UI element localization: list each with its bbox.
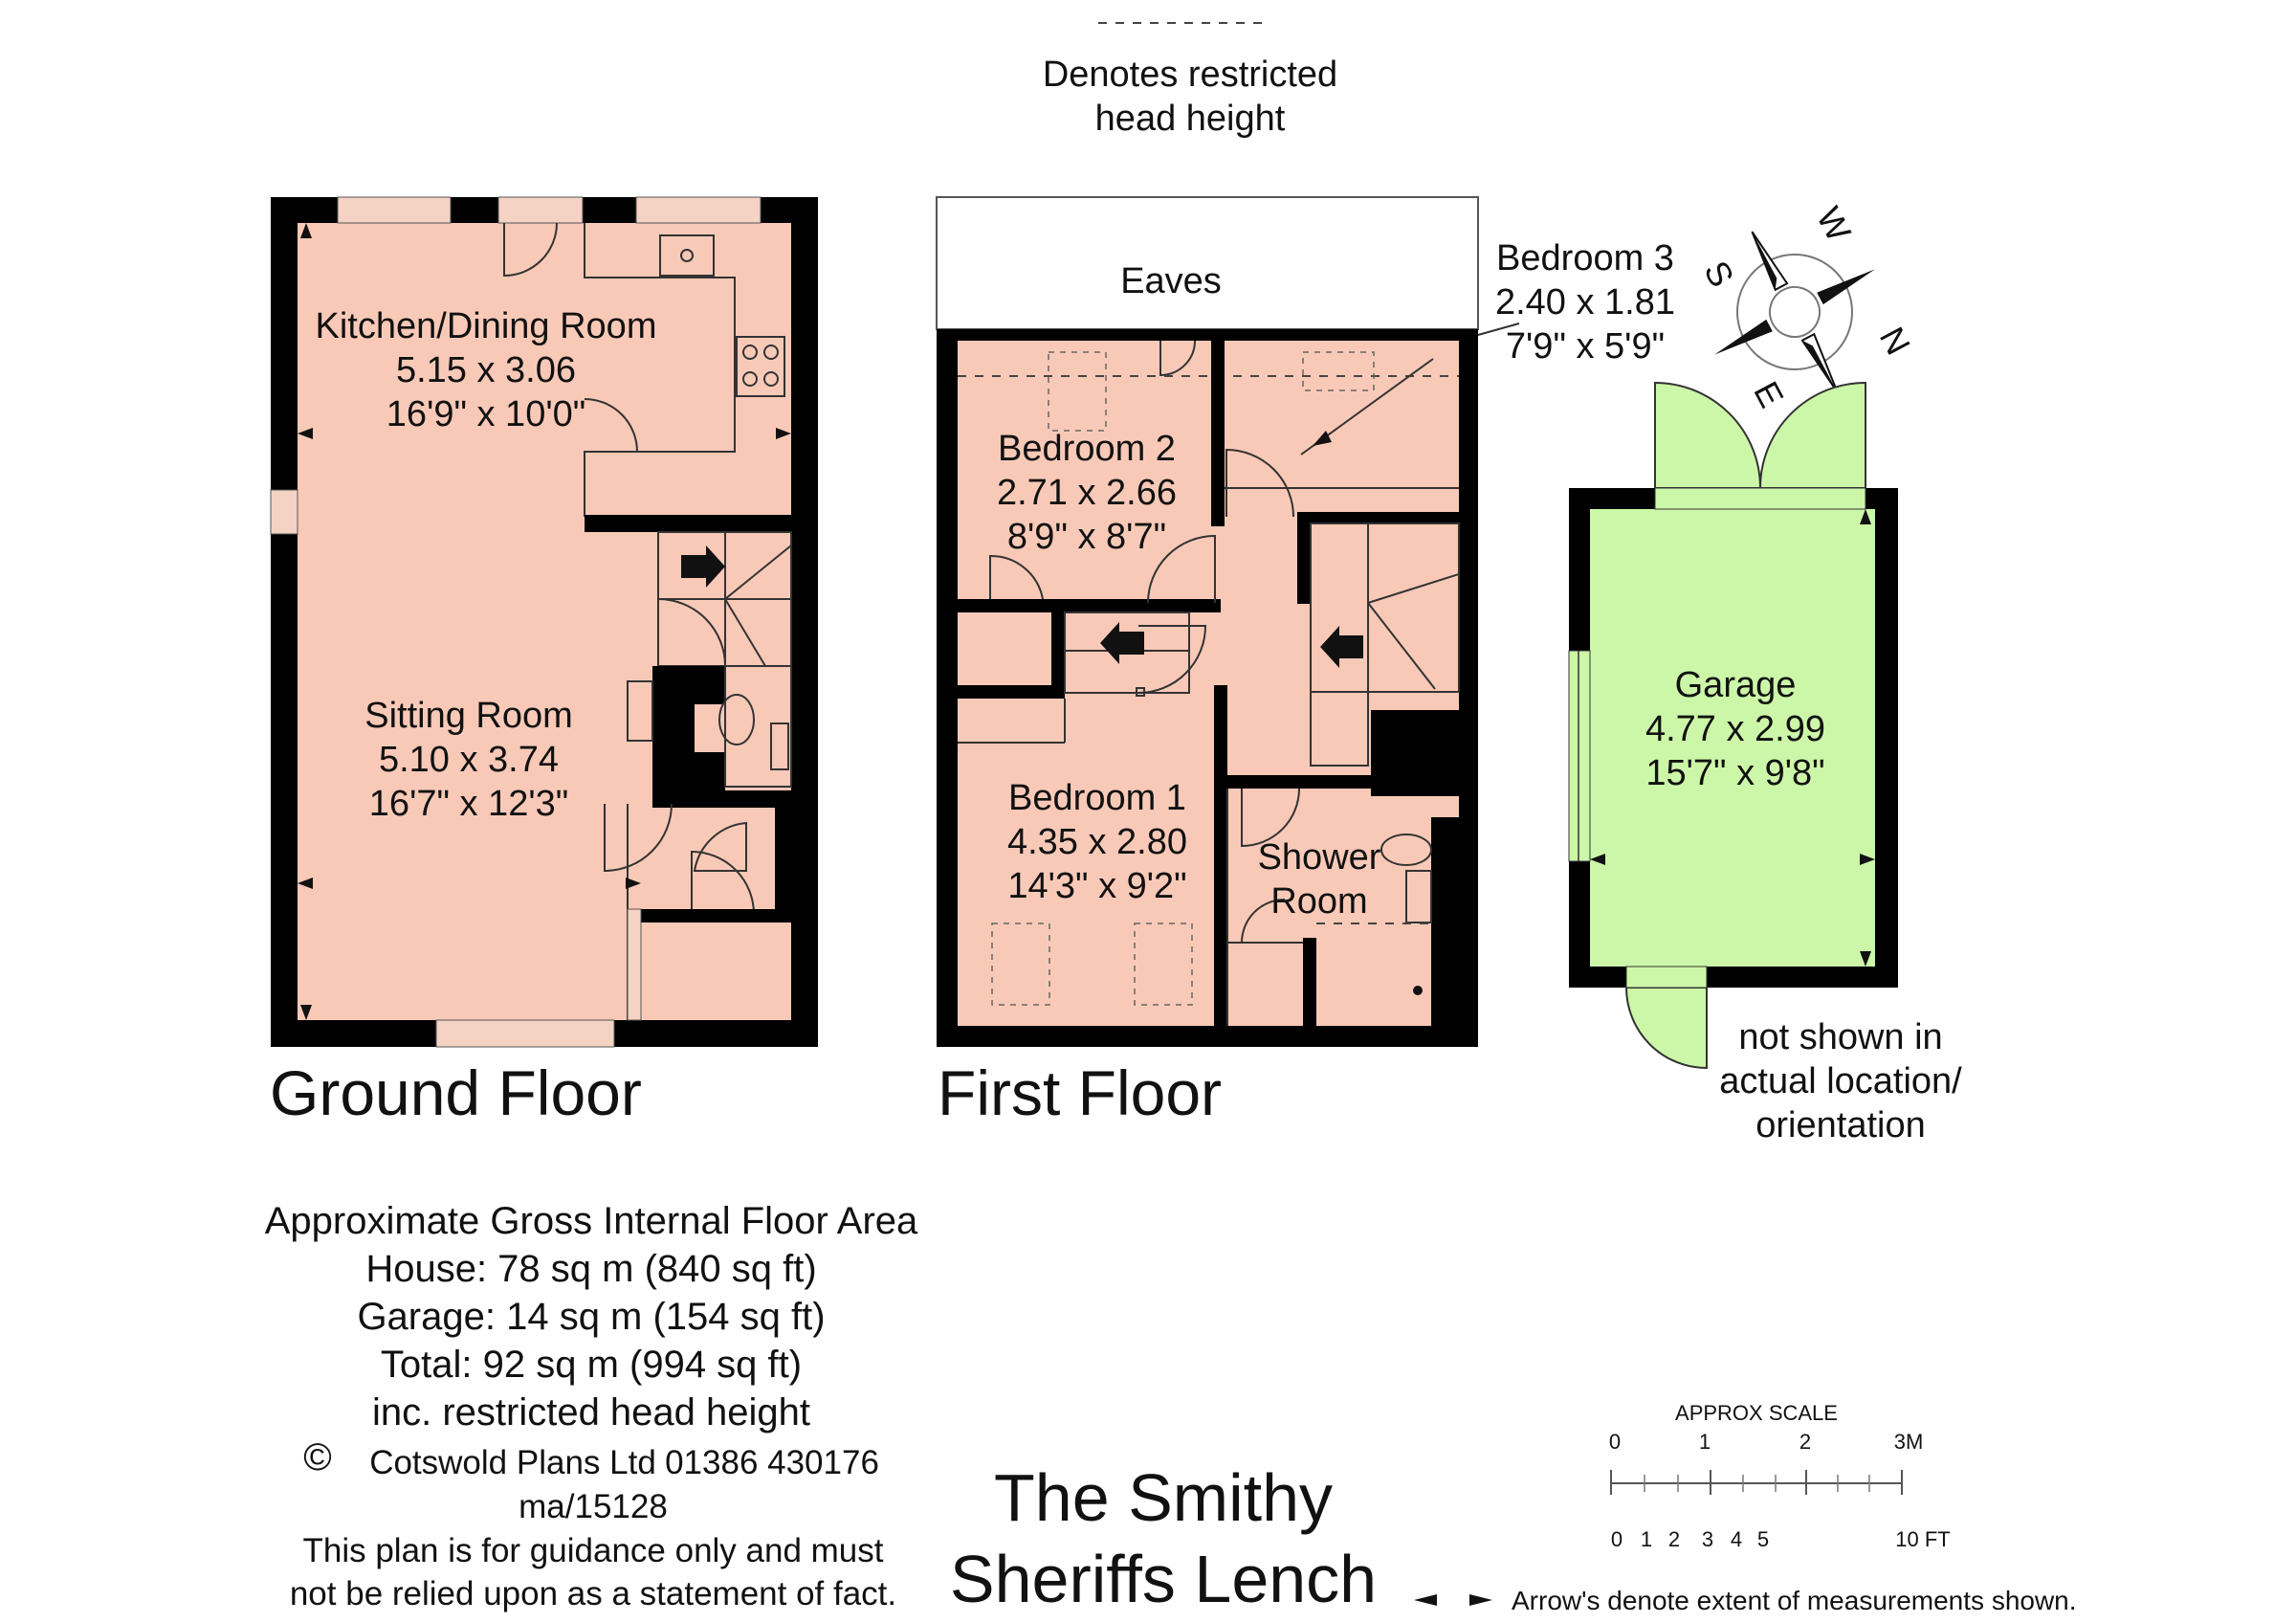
kitchen-name: Kitchen/Dining Room <box>316 306 657 346</box>
kitchen-imperial: 16'9" x 10'0" <box>386 394 585 434</box>
restricted-height-legend: Denotes restricted head height <box>1043 22 1337 139</box>
garage-imperial: 15'7" x 9'8" <box>1645 753 1824 793</box>
bedroom3-metric: 2.40 x 1.81 <box>1495 282 1675 322</box>
company-name: Cotswold Plans Ltd <box>369 1444 656 1481</box>
area-garage: Garage: 14 sq m (154 sq ft) <box>357 1296 825 1338</box>
legend-line-2: head height <box>1095 99 1286 139</box>
eaves-area <box>936 196 1479 330</box>
sink-icon <box>659 234 715 277</box>
compass-e-label: E <box>1746 375 1791 413</box>
shower-room-line2: Room <box>1270 881 1367 922</box>
bedroom2-name: Bedroom 2 <box>998 429 1176 469</box>
bedroom3-name: Bedroom 3 <box>1496 238 1674 278</box>
compass-w-label: W <box>1809 201 1859 248</box>
ground-wc <box>724 665 792 788</box>
property-name: The Smithy <box>994 1460 1333 1535</box>
toilet-icon <box>718 694 755 745</box>
shower-drain-icon <box>1413 986 1423 995</box>
kitchen-metric: 5.15 x 3.06 <box>396 350 576 390</box>
area-heading: Approximate Gross Internal Floor Area <box>265 1200 918 1242</box>
plan-reference: ma/15128 <box>519 1488 668 1525</box>
sitting-room-name: Sitting Room <box>364 696 573 736</box>
bedroom1-imperial: 14'3" x 9'2" <box>1007 866 1186 906</box>
garage-note-line3: orientation <box>1755 1105 1925 1145</box>
kitchen-counter <box>584 223 736 517</box>
bedroom1-name: Bedroom 1 <box>1008 778 1186 818</box>
ground-floor-plan: Kitchen/Dining Room 5.15 x 3.06 16'9" x … <box>270 196 818 1128</box>
garage-note-line1: not shown in <box>1738 1017 1942 1057</box>
first-floor-plan: Eaves <box>936 196 1675 1128</box>
area-summary: Approximate Gross Internal Floor Area Ho… <box>265 1200 918 1434</box>
compass-rose-icon <box>1714 231 1875 393</box>
sitting-room-imperial: 16'7" x 12'3" <box>369 784 568 824</box>
arrow-note: Arrow's denote extent of measurements sh… <box>1512 1586 2077 1615</box>
area-total: Total: 92 sq m (994 sq ft) <box>381 1344 802 1386</box>
basin-icon <box>770 723 789 770</box>
kitchen-door <box>503 222 558 278</box>
copyright-icon: © <box>303 1436 331 1478</box>
scale-bar: APPROX SCALE 0 1 2 3M 0 1 2 3 4 5 10 FT … <box>1414 1401 2077 1615</box>
scale-title: APPROX SCALE <box>1675 1401 1838 1425</box>
credits: © Cotswold Plans Ltd 01386 430176 ma/151… <box>290 1436 896 1612</box>
property-title: The Smithy Sheriffs Lench <box>950 1460 1377 1616</box>
disclaimer-line2: not be relied upon as a statement of fac… <box>290 1575 896 1612</box>
scale-ft-0: 0 <box>1611 1527 1623 1551</box>
bedroom2-imperial: 8'9" x 8'7" <box>1007 517 1166 557</box>
scale-m-0: 0 <box>1609 1430 1621 1454</box>
bedroom3-imperial: 7'9" x 5'9" <box>1506 326 1665 367</box>
basin-icon <box>1405 870 1432 923</box>
scale-ft-3: 3 <box>1702 1527 1713 1551</box>
ground-floor-title: Ground Floor <box>270 1057 642 1128</box>
eaves-label: Eaves <box>1120 261 1222 301</box>
stair-direction-arrow-icon <box>1100 622 1144 664</box>
measure-arrow-left-icon <box>1414 1594 1437 1606</box>
compass-s-label: S <box>1696 255 1741 293</box>
disclaimer-line1: This plan is for guidance only and must <box>303 1532 884 1569</box>
area-house: House: 78 sq m (840 sq ft) <box>365 1248 816 1290</box>
first-floor-interior <box>958 341 1459 1026</box>
scale-ft-10: 10 FT <box>1895 1527 1950 1551</box>
garage-plan: Garage 4.77 x 2.99 15'7" x 9'8" not show… <box>1568 381 1962 1145</box>
garage-name: Garage <box>1675 665 1797 705</box>
scale-m-2: 2 <box>1799 1430 1811 1454</box>
bedroom1-metric: 4.35 x 2.80 <box>1007 822 1187 862</box>
scale-m-1: 1 <box>1699 1430 1711 1454</box>
stair-direction-arrow-icon <box>681 545 725 588</box>
first-floor-title: First Floor <box>938 1057 1222 1128</box>
toilet-icon <box>1380 834 1432 866</box>
scale-ft-2: 2 <box>1668 1527 1680 1551</box>
scale-ft-1: 1 <box>1641 1527 1652 1551</box>
garage-metric: 4.77 x 2.99 <box>1645 709 1825 749</box>
bedroom2-metric: 2.71 x 2.66 <box>997 473 1177 513</box>
scale-m-3: 3M <box>1894 1430 1924 1454</box>
sitting-room-metric: 5.10 x 3.74 <box>379 740 559 780</box>
garage-note-line2: actual location/ <box>1719 1061 1962 1101</box>
area-note: inc. restricted head height <box>372 1391 810 1434</box>
scale-ft-5: 5 <box>1757 1527 1769 1551</box>
company-phone: 01386 430176 <box>665 1444 879 1481</box>
hob-icon <box>736 336 785 397</box>
garage-interior <box>1590 509 1875 967</box>
shower-room-line1: Shower <box>1258 837 1381 878</box>
measure-arrow-right-icon <box>1469 1594 1492 1606</box>
scale-ft-4: 4 <box>1731 1527 1742 1551</box>
compass-n-label: N <box>1872 321 1918 361</box>
property-location: Sheriffs Lench <box>950 1542 1377 1616</box>
legend-line-1: Denotes restricted <box>1043 55 1337 95</box>
kitchen-partition-wall <box>585 515 791 532</box>
